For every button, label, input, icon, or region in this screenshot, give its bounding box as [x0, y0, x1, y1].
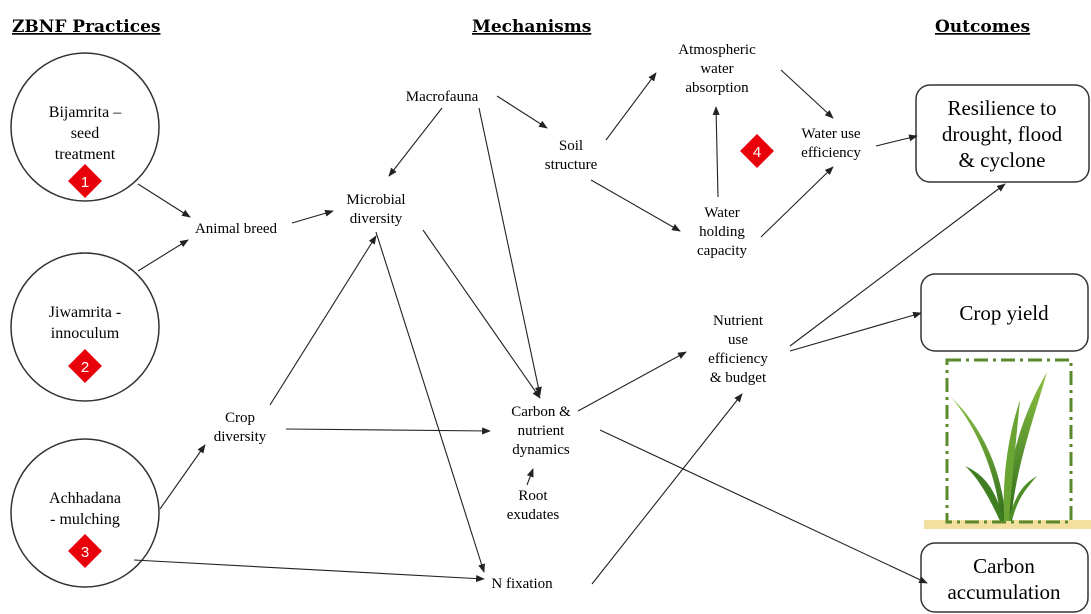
svg-text:Achhadana: Achhadana: [49, 490, 121, 507]
svg-text:3: 3: [81, 544, 89, 561]
svg-text:efficiency: efficiency: [708, 351, 768, 367]
svg-text:4: 4: [753, 144, 761, 161]
practice-achhadana: Achhadana - mulching 3: [10, 438, 160, 588]
svg-text:2: 2: [81, 359, 89, 376]
svg-text:use: use: [728, 332, 748, 348]
svg-text:Carbon &: Carbon &: [511, 404, 571, 420]
svg-text:1: 1: [81, 174, 89, 191]
svg-text:Nutrient: Nutrient: [713, 313, 764, 329]
svg-text:Soil: Soil: [559, 138, 583, 154]
arrows: [133, 69, 1006, 585]
svg-text:seed: seed: [71, 125, 99, 142]
svg-text:Atmospheric: Atmospheric: [678, 42, 756, 58]
svg-text:water: water: [700, 61, 733, 77]
svg-text:accumulation: accumulation: [947, 580, 1061, 604]
svg-text:Water use: Water use: [801, 126, 861, 142]
node-root-exudates: Root exudates: [507, 488, 560, 523]
outcome-resilience: Resilience to drought, flood & cyclone: [915, 84, 1090, 183]
svg-text:capacity: capacity: [697, 243, 747, 259]
outcome-carbon-accumulation: Carbon accumulation: [920, 542, 1089, 613]
node-crop-diversity: Crop diversity: [214, 410, 267, 445]
svg-text:diversity: diversity: [350, 211, 403, 227]
svg-text:innoculum: innoculum: [51, 325, 120, 342]
outcome-crop-yield: Crop yield: [920, 273, 1089, 352]
svg-text:absorption: absorption: [685, 80, 749, 96]
svg-text:Jiwamrita -: Jiwamrita -: [49, 304, 121, 321]
svg-text:diversity: diversity: [214, 429, 267, 445]
node-water-use-efficiency: Water use efficiency: [801, 126, 861, 161]
svg-text:& budget: & budget: [710, 370, 767, 386]
plant-illustration: [924, 358, 1091, 529]
svg-text:holding: holding: [699, 224, 745, 240]
node-soil-structure: Soil structure: [545, 138, 598, 173]
header-practices: ZBNF Practices: [12, 17, 160, 37]
svg-text:& cyclone: & cyclone: [959, 148, 1046, 172]
svg-text:efficiency: efficiency: [801, 145, 861, 161]
svg-text:Resilience to: Resilience to: [947, 96, 1056, 120]
node-nutrient-use-efficiency: Nutrient use efficiency & budget: [708, 313, 768, 386]
svg-text:Bijamrita –: Bijamrita –: [49, 104, 122, 121]
node-carbon-nutrient-dynamics: Carbon & nutrient dynamics: [511, 404, 571, 458]
svg-text:drought, flood: drought, flood: [942, 122, 1063, 146]
svg-text:Microbial: Microbial: [346, 192, 405, 208]
svg-text:Root: Root: [518, 488, 548, 504]
node-atmospheric-water-absorption: Atmospheric water absorption: [678, 42, 756, 96]
practice-jiwamrita: Jiwamrita - innoculum 2: [10, 252, 160, 402]
practice-bijamrita: Bijamrita – seed treatment 1: [10, 52, 160, 202]
practice-number-badge: 1: [68, 164, 102, 198]
svg-text:exudates: exudates: [507, 507, 560, 523]
svg-text:treatment: treatment: [55, 146, 116, 163]
svg-text:Crop yield: Crop yield: [959, 301, 1049, 325]
node-microbial-diversity: Microbial diversity: [346, 192, 405, 227]
mechanism-number-badge: 4: [740, 134, 774, 168]
svg-text:Crop: Crop: [225, 410, 255, 426]
node-n-fixation: N fixation: [491, 576, 553, 592]
node-water-holding-capacity: Water holding capacity: [697, 205, 747, 259]
svg-text:Carbon: Carbon: [973, 554, 1035, 578]
svg-text:dynamics: dynamics: [512, 442, 570, 458]
svg-text:Water: Water: [704, 205, 739, 221]
svg-text:structure: structure: [545, 157, 598, 173]
svg-text:- mulching: - mulching: [50, 511, 120, 528]
node-macrofauna: Macrofauna: [406, 89, 479, 105]
header-mechanisms: Mechanisms: [472, 17, 591, 37]
svg-text:nutrient: nutrient: [518, 423, 565, 439]
header-outcomes: Outcomes: [935, 17, 1030, 37]
node-animal-breed: Animal breed: [195, 221, 278, 237]
